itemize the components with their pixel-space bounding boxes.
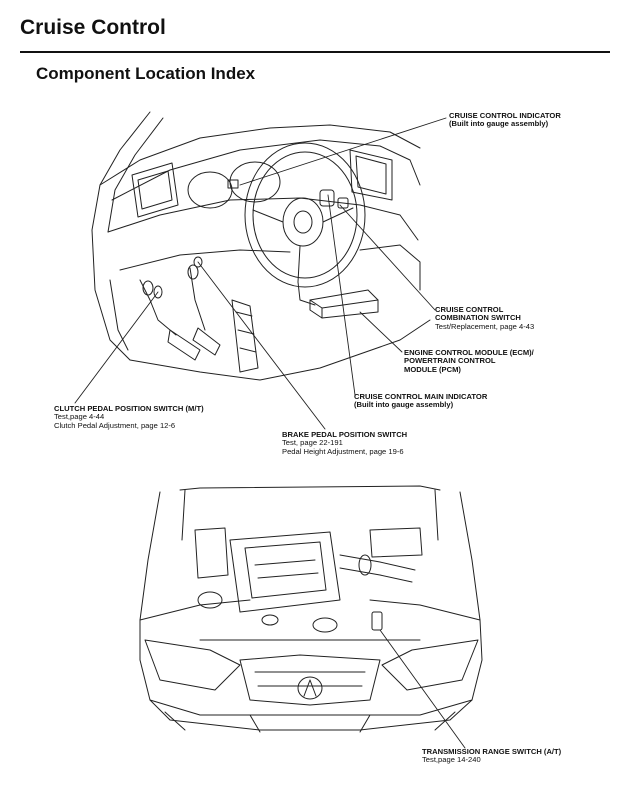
callout-ref: Test/Replacement, page 4-43 xyxy=(435,321,535,331)
dashboard-illustration xyxy=(91,111,431,381)
leader-ecm xyxy=(359,311,403,353)
callout-ref2: Clutch Pedal Adjustment, page 12-6 xyxy=(54,420,176,430)
leader-combo-switch xyxy=(339,204,436,311)
leader-brake xyxy=(197,261,326,430)
callout-label: CRUISE CONTROL MAIN INDICATOR xyxy=(354,392,488,401)
callout-ref2: Pedal Height Adjustment, page 19-6 xyxy=(282,446,404,456)
callout-transmission-switch: TRANSMISSION RANGE SWITCH (A/T) Test,pag… xyxy=(422,747,562,765)
callout-ref1: Test,page 14-240 xyxy=(422,755,481,765)
callout-cruise-control-indicator: CRUISE CONTROL INDICATOR (Built into gau… xyxy=(449,111,561,129)
section-title: Component Location Index xyxy=(36,64,256,83)
leader-clutch xyxy=(74,291,159,404)
callout-label-line3: MODULE (PCM) xyxy=(404,364,461,374)
leader-trans xyxy=(379,629,466,749)
callout-main-indicator: CRUISE CONTROL MAIN INDICATOR (Built int… xyxy=(354,392,488,410)
callout-brake-switch: BRAKE PEDAL POSITION SWITCH Test, page 2… xyxy=(282,430,408,456)
callout-label: CRUISE CONTROL INDICATOR xyxy=(449,111,561,120)
callout-label-line1: ENGINE CONTROL MODULE (ECM)/ xyxy=(404,348,534,357)
callout-ref1: Test,page 4-44 xyxy=(54,412,105,422)
leader-main-indicator xyxy=(327,194,356,396)
leader-cc-indicator xyxy=(239,117,447,186)
callout-label: TRANSMISSION RANGE SWITCH (A/T) xyxy=(422,747,562,756)
callout-ecm-pcm: ENGINE CONTROL MODULE (ECM)/ POWERTRAIN … xyxy=(404,348,534,374)
callout-note: (Built into gauge assembly) xyxy=(354,400,454,410)
callout-clutch-switch: CLUTCH PEDAL POSITION SWITCH (M/T) Test,… xyxy=(54,404,204,430)
leader-lines xyxy=(74,117,466,749)
title-divider xyxy=(20,51,610,53)
callout-label-line2: COMBINATION SWITCH xyxy=(435,313,521,323)
callout-note: (Built into gauge assembly) xyxy=(449,119,549,129)
callout-ref1: Test, page 22-191 xyxy=(282,438,343,448)
callout-combination-switch: CRUISE CONTROL COMBINATION SWITCH Test/R… xyxy=(435,305,535,331)
callout-label-line2: POWERTRAIN CONTROL xyxy=(404,356,496,366)
callout-label: CLUTCH PEDAL POSITION SWITCH (M/T) xyxy=(54,404,204,413)
callout-label: BRAKE PEDAL POSITION SWITCH xyxy=(282,430,408,439)
engine-bay-illustration xyxy=(139,485,483,733)
callout-label-line1: CRUISE CONTROL xyxy=(435,305,504,314)
page-title: Cruise Control xyxy=(20,16,166,39)
